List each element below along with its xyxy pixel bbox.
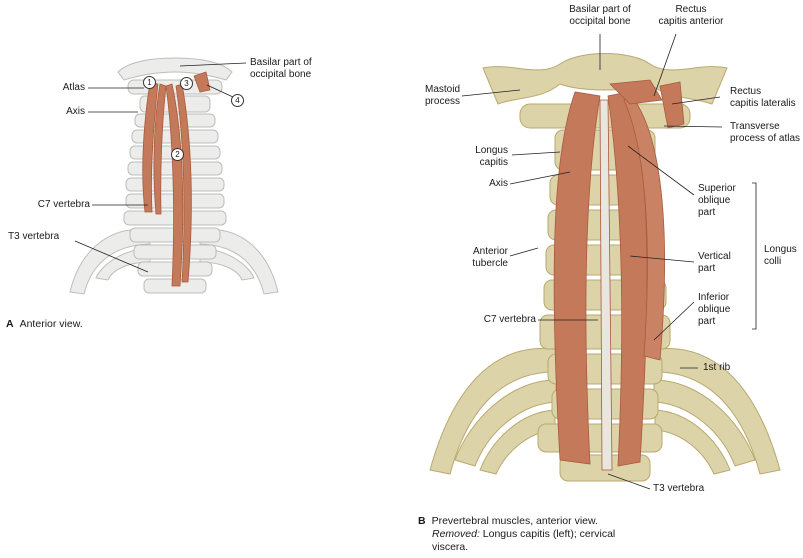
label-t3-b: T3 vertebra [653,483,705,494]
label-anterior-tubercle-2: tubercle [472,258,508,269]
label-longus-colli-1: Longus [764,244,797,255]
number-marker-3: 3 [180,77,193,90]
label-superior-3: part [698,207,716,218]
label-c7-b: C7 vertebra [483,314,536,325]
label-mastoid-1: Mastoid [424,84,460,95]
label-axis-a: Axis [66,106,85,117]
label-tpa-1: Transverse [730,121,780,132]
panel-b-caption-text2: Longus capitis (left); cervical [479,528,616,540]
label-atlas-a: Atlas [62,82,85,93]
label-basilar-a-2: occipital bone [250,69,312,80]
label-axis-b: Axis [489,178,508,189]
label-superior-2: oblique [698,195,731,206]
panel-b-ribs [429,348,781,475]
label-mastoid-2: process [424,96,460,107]
panel-b-caption-removed: Removed: [432,528,480,540]
label-inferior-3: part [698,316,716,327]
label-c7-a: C7 vertebra [37,199,90,210]
panel-b-caption-line3: viscera. [432,541,469,553]
panel-b-leaders [461,33,757,490]
label-inferior-1: Inferior [698,292,730,303]
number-marker-1: 1 [143,76,156,89]
panel-a-leaders [74,62,247,273]
panel-a-caption: A Anterior view. [6,318,83,331]
label-longus-colli-2: colli [764,256,782,267]
panel-b-caption-line2: Removed: Longus capitis (left); cervical [418,528,615,541]
label-t3-a: T3 vertebra [8,231,60,242]
panel-a-letter: A [6,318,14,330]
label-tpa-2: process of atlas [730,133,801,144]
label-superior-1: Superior [698,183,736,194]
label-longus-capitis-1: Longus [475,145,508,156]
label-longus-capitis-2: capitis [479,157,508,168]
label-rcl-1: Rectus [730,86,762,97]
label-basilar-b-1: Basilar part of [569,4,631,15]
label-vertical-1: Vertical [698,251,731,262]
panel-b-caption-text1: Prevertebral muscles, anterior view. [431,515,598,527]
panel-b-caption-line1: B Prevertebral muscles, anterior view. [418,515,615,528]
panel-b-caption: B Prevertebral muscles, anterior view. Re… [418,515,615,554]
label-basilar-a-1: Basilar part of [250,57,312,68]
panel-b-letter: B [418,515,426,527]
panel-a-skull-base [117,57,233,81]
label-vertical-2: part [698,263,716,274]
panel-b-skull-base [482,53,728,105]
panel-a-caption-text: Anterior view. [19,318,83,330]
number-marker-2: 2 [171,148,184,161]
label-rca-1: Rectus [675,4,707,15]
panel-b-muscles [553,79,685,471]
label-first-rib: 1st rib [703,362,731,373]
label-rca-2: capitis anterior [658,16,724,27]
label-rcl-2: capitis lateralis [730,98,796,109]
panel-a-muscles [142,71,211,287]
label-inferior-2: oblique [698,304,731,315]
number-marker-4: 4 [231,94,244,107]
label-basilar-b-2: occipital bone [569,16,631,27]
label-anterior-tubercle-1: Anterior [472,246,508,257]
